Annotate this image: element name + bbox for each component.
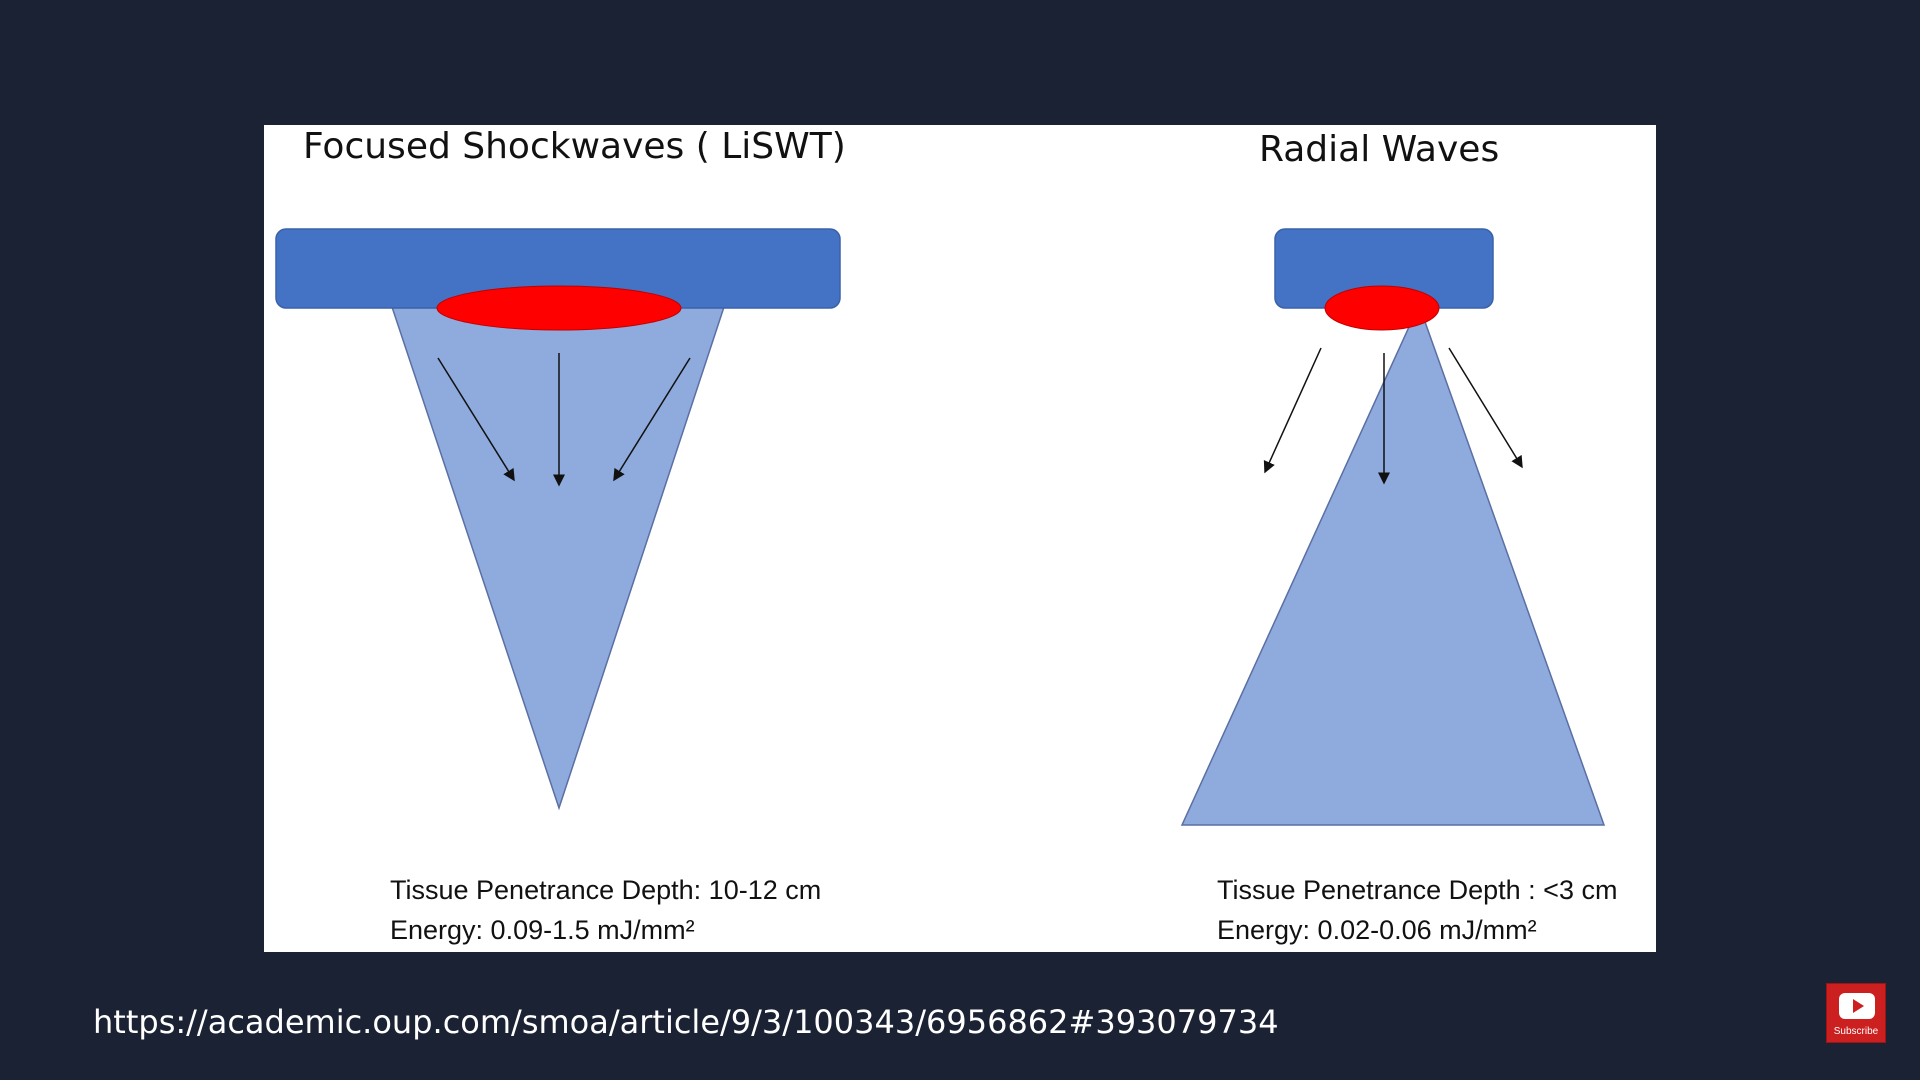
diagram-figure: Focused Shockwaves ( LiSWT) Radial Waves… <box>264 125 1656 952</box>
focused-depth-label: Tissue Penetrance Depth: 10-12 cm <box>390 875 822 905</box>
focused-title: Focused Shockwaves ( LiSWT) <box>303 126 846 167</box>
radial-depth-label: Tissue Penetrance Depth : <3 cm <box>1217 875 1618 905</box>
radial-title: Radial Waves <box>1259 129 1499 170</box>
youtube-play-icon <box>1839 993 1875 1019</box>
focused-energy-source <box>436 285 682 331</box>
subscribe-label: Subscribe <box>1833 1026 1879 1037</box>
radial-diverging-arrows <box>1263 347 1523 485</box>
diagram-canvas: Focused Shockwaves ( LiSWT) Radial Waves <box>275 126 1606 826</box>
focused-converging-arrows <box>437 353 691 487</box>
focused-energy-label: Energy: 0.09-1.5 mJ/mm² <box>390 915 695 945</box>
radial-wave-cone <box>1180 303 1606 826</box>
source-url: https://academic.oup.com/smoa/article/9/… <box>93 1003 1279 1041</box>
radial-energy-source <box>1324 285 1440 331</box>
subscribe-button[interactable]: Subscribe <box>1826 983 1886 1043</box>
radial-energy-label: Energy: 0.02-0.06 mJ/mm² <box>1217 915 1537 945</box>
